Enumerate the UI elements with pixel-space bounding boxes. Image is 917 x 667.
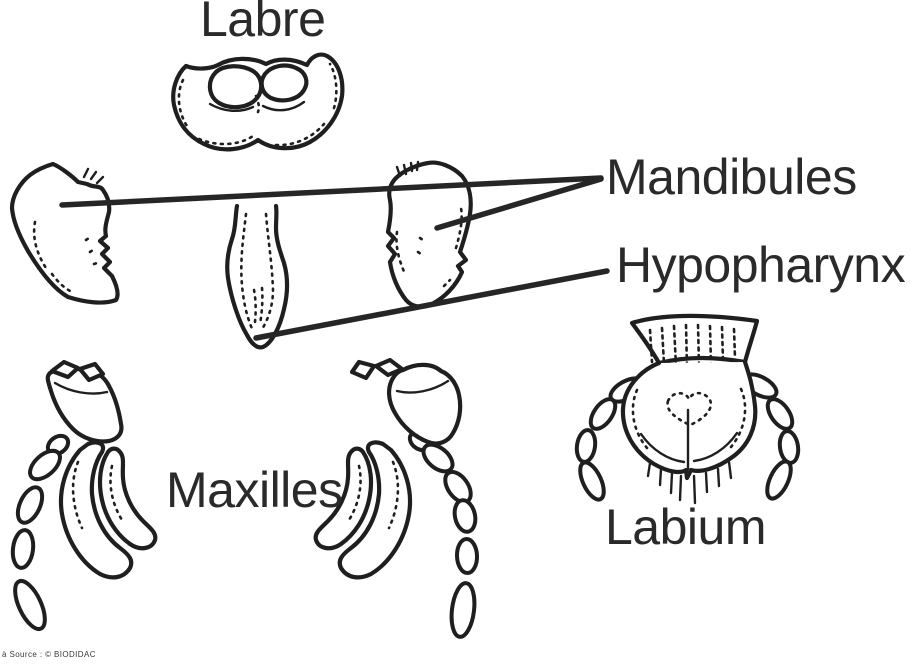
leader-line-hypopharynx: [253, 268, 610, 341]
source-credit: à Source : © BIODIDAC: [2, 650, 96, 659]
labrum-drawing: [171, 52, 345, 152]
labre-label: Labre: [200, 0, 326, 47]
leader-line-right-mandible: [434, 176, 604, 231]
right-maxilla-drawing: [313, 357, 480, 639]
leader-lines: [59, 175, 610, 341]
left-maxilla-drawing: [10, 359, 158, 632]
labium-label: Labium: [605, 499, 767, 555]
labium-drawing: [574, 313, 801, 505]
maxilles-label: Maxilles: [166, 462, 343, 518]
hypopharynx-drawing: [225, 203, 290, 350]
left-mandible-drawing: [9, 161, 120, 305]
hypopharynx-label: Hypopharynx: [616, 237, 906, 293]
leader-line-left-mandible: [59, 175, 604, 208]
mandibules-label: Mandibules: [606, 149, 857, 205]
